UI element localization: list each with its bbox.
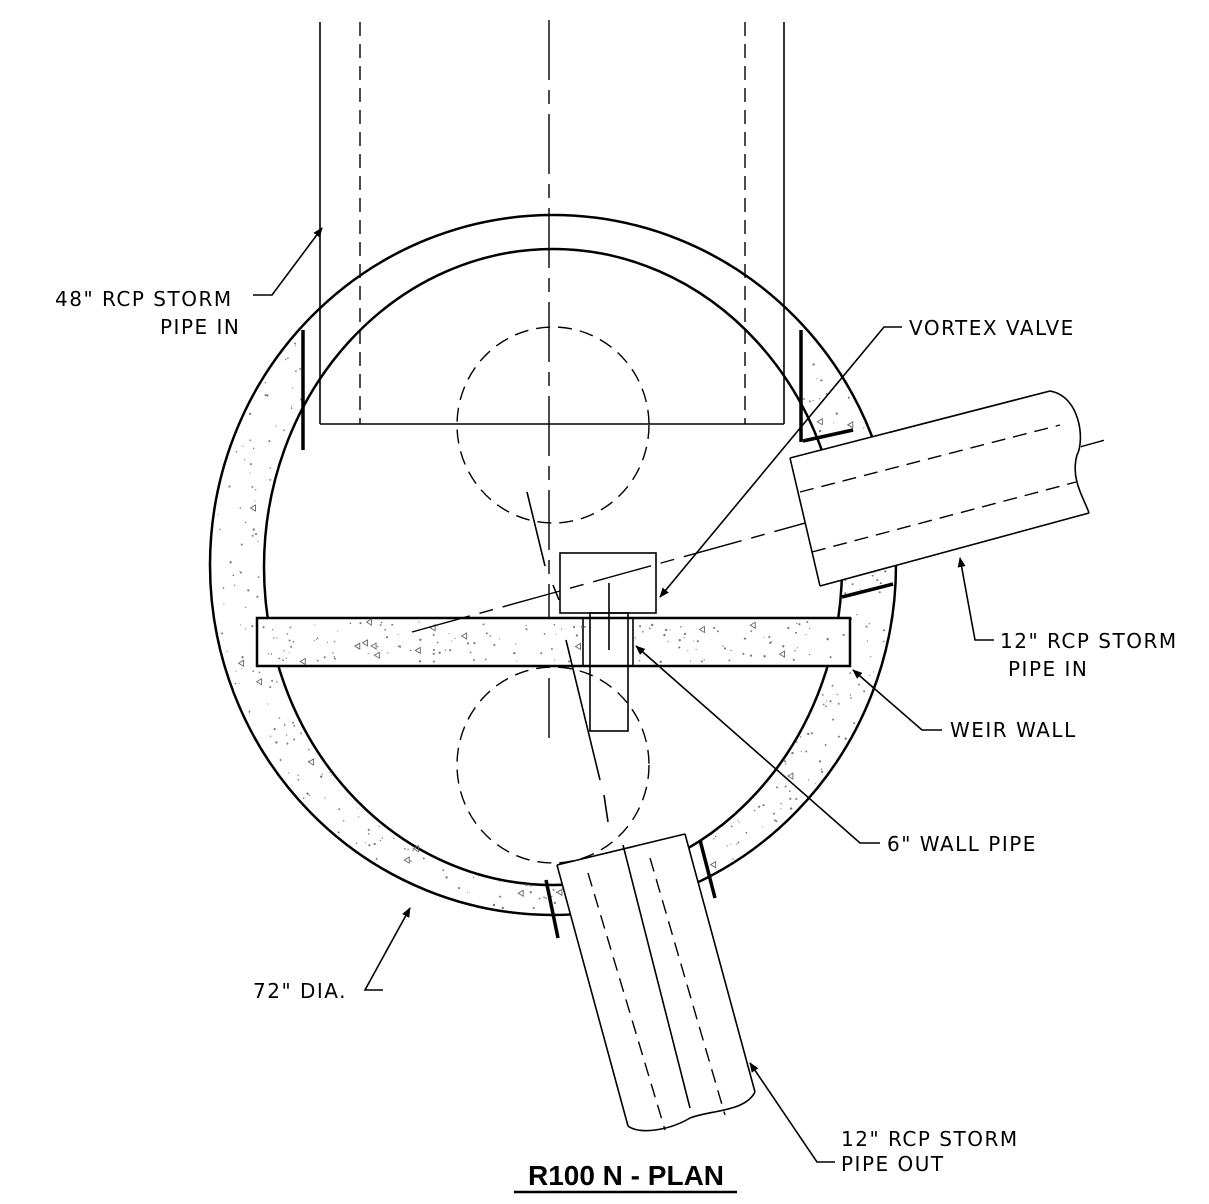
label-48-pipe-in-line2: PIPE IN <box>160 315 240 339</box>
vortex-valve <box>559 552 657 614</box>
label-diameter: 72" DIA. <box>253 979 347 1003</box>
weir-wall <box>255 616 852 668</box>
wall-pipe <box>589 583 629 732</box>
label-wall-pipe: 6" WALL PIPE <box>887 832 1037 856</box>
label-vortex-valve: VORTEX VALVE <box>909 316 1075 340</box>
manhole-wall-ring <box>208 213 898 917</box>
weir-hatch <box>262 618 845 666</box>
hidden-openings <box>456 326 650 864</box>
labels: 48" RCP STORM PIPE IN VORTEX VALVE 12" R… <box>55 287 1178 1194</box>
label-12-pipe-in-line2: PIPE IN <box>1008 657 1088 681</box>
pipe-12-in <box>789 390 1090 599</box>
leader-lines <box>253 227 994 1163</box>
label-12-pipe-out-line2: PIPE OUT <box>841 1152 945 1176</box>
label-12-pipe-in-line1: 12" RCP STORM <box>1000 629 1178 653</box>
label-48-pipe-in-line1: 48" RCP STORM <box>55 287 233 311</box>
drawing-title: R100 N - PLAN <box>528 1160 724 1191</box>
pipe-12-out <box>544 833 756 1132</box>
label-12-pipe-out-line1: 12" RCP STORM <box>841 1127 1019 1151</box>
label-weir-wall: WEIR WALL <box>950 718 1077 742</box>
